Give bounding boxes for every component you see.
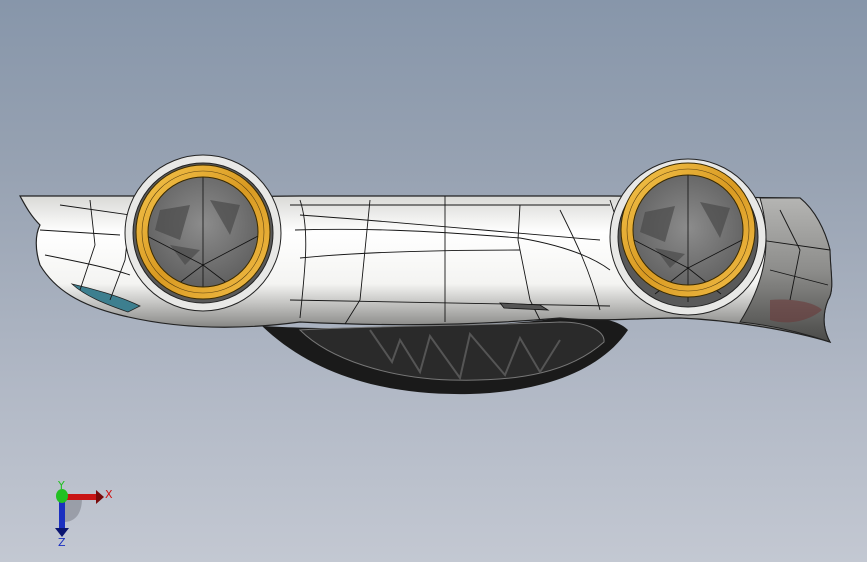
y-axis-dot	[56, 489, 68, 503]
front-wheel[interactable]	[124, 154, 282, 312]
x-axis-label: X	[105, 488, 113, 501]
rear-light-accent	[770, 299, 822, 323]
y-axis-label: Y	[57, 480, 65, 492]
axis-triad: X Y Z	[44, 479, 124, 550]
x-axis-arrow	[64, 494, 96, 500]
triad-shadow	[64, 498, 82, 522]
front-light-accent	[70, 283, 141, 313]
z-axis-label: Z	[58, 536, 66, 549]
door-handle	[499, 302, 550, 311]
surface-mesh	[39, 196, 831, 325]
rear-wheel[interactable]	[609, 158, 767, 316]
z-axis-arrow	[59, 497, 65, 529]
windshield-glass	[298, 321, 605, 381]
